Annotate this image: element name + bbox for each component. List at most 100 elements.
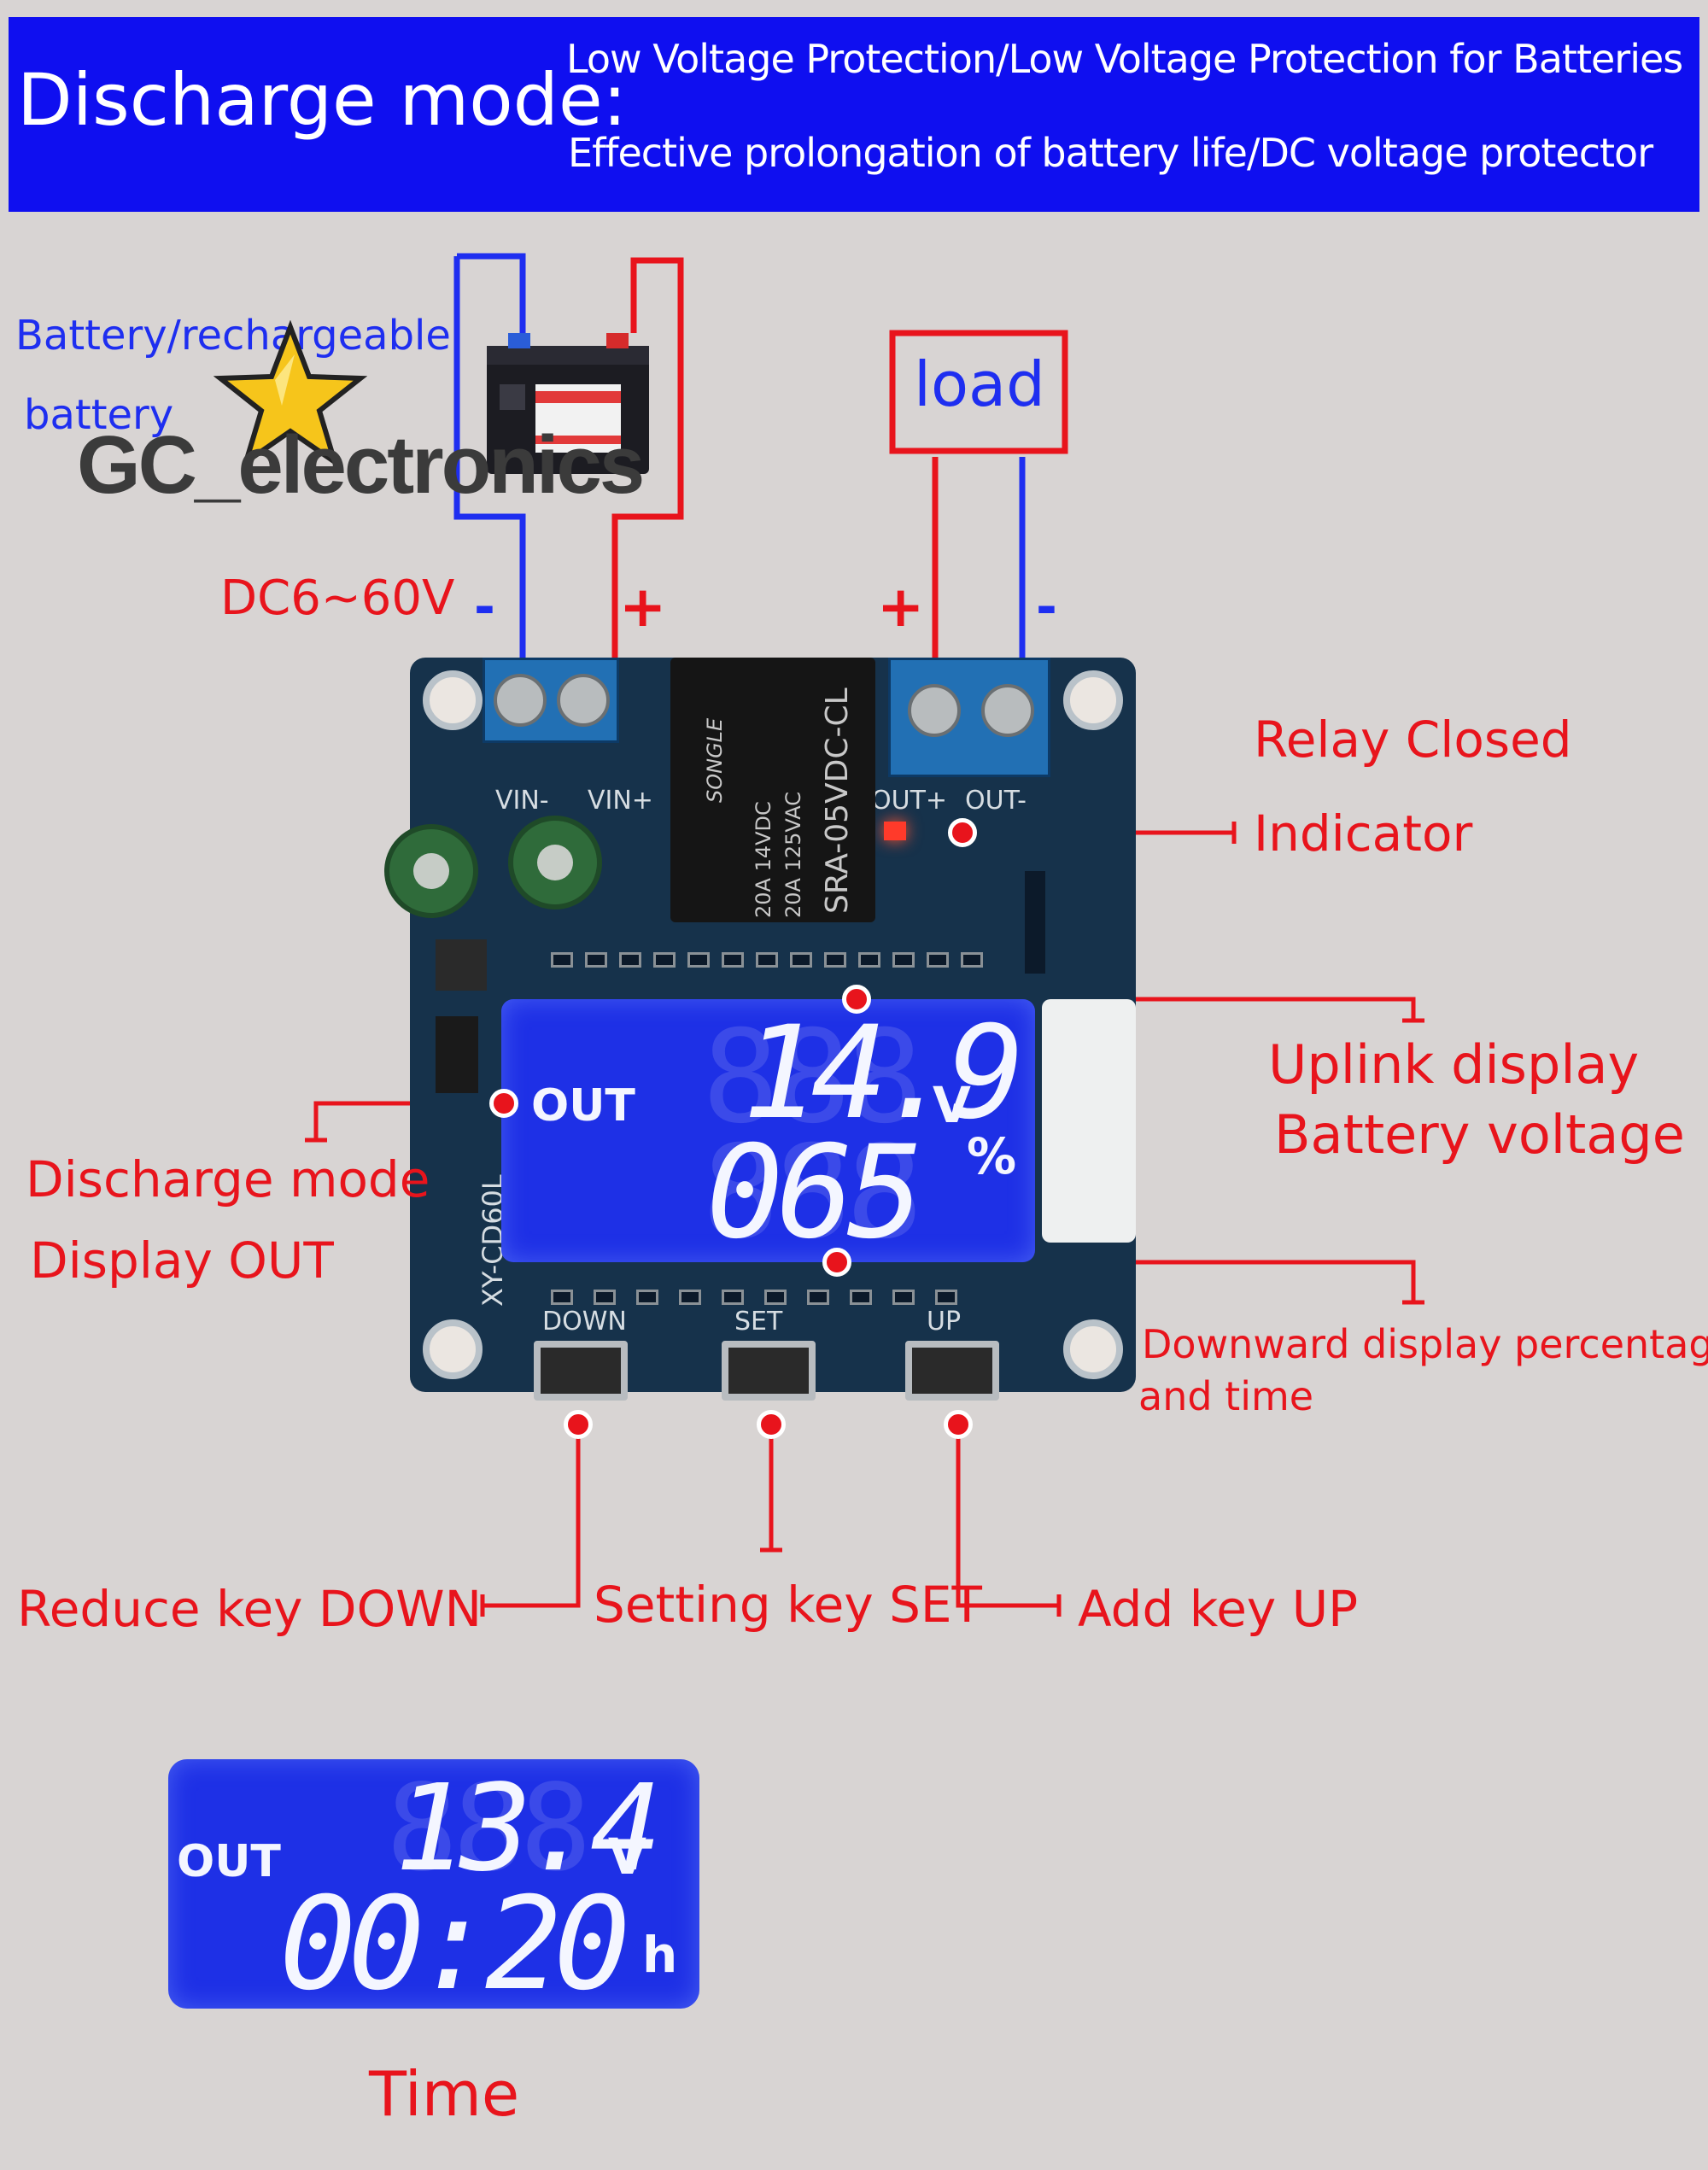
relay-brand: SONGLE: [703, 717, 727, 803]
voltage-range-label: DC6~60V: [220, 570, 455, 626]
mounting-hole: [423, 670, 483, 730]
lcd-voltage-value: 14.9: [742, 999, 1025, 1148]
time-lcd-time-value: 00:20: [279, 1870, 631, 2019]
down-button[interactable]: [534, 1341, 628, 1401]
header-banner: [9, 17, 1699, 212]
indicator-label: Indicator: [1254, 804, 1473, 863]
lcd-pin: [619, 952, 641, 968]
add-key-label: Add key UP: [1078, 1580, 1359, 1638]
out-plus-sign: +: [877, 574, 925, 640]
set-key-dot: [757, 1410, 786, 1439]
up-key-dot: [944, 1410, 973, 1439]
reduce-key-label: Reduce key DOWN: [17, 1580, 482, 1638]
lcd-pin: [927, 952, 949, 968]
lcd-pin: [858, 952, 880, 968]
down-key-dot: [564, 1410, 593, 1439]
down-key-callout-line: [483, 1424, 581, 1608]
relay-closed-label: Relay Closed: [1254, 711, 1572, 769]
screw-terminal[interactable]: [981, 684, 1034, 737]
lcd-pin: [594, 1290, 616, 1305]
time-caption: Time: [369, 2058, 520, 2130]
lcd-pin: [722, 1290, 744, 1305]
lcd-ribbon: [1042, 999, 1136, 1243]
banner-title: Discharge mode:: [17, 58, 627, 142]
lcd-voltage-unit: V: [933, 1076, 971, 1134]
uplink-dot: [842, 985, 871, 1014]
banner-line-1: Low Voltage Protection/Low Voltage Prote…: [566, 36, 1683, 82]
lcd-pin: [551, 1290, 573, 1305]
set-button[interactable]: [722, 1341, 816, 1401]
lcd-pin: [850, 1290, 872, 1305]
battery-icon: [487, 333, 649, 474]
up-key-callout-line: [956, 1424, 1059, 1608]
lcd-pin: [722, 952, 744, 968]
lcd-pin: [764, 1290, 787, 1305]
main-lcd: 888 888 OUT 14.9 V 065 %: [501, 999, 1035, 1267]
lcd-pin: [961, 952, 983, 968]
silk-vin-plus: VIN+: [588, 786, 653, 816]
capacitor: [508, 816, 602, 910]
lcd-pin: [585, 952, 607, 968]
brand-watermark: GC_electronics: [77, 419, 645, 511]
relay-rating-1: 20A 14VDC: [752, 801, 775, 918]
lcd-ghost-segments: 888: [702, 1003, 923, 1152]
mounting-hole: [1063, 1319, 1123, 1379]
vin-minus-sign: -: [474, 577, 495, 637]
setting-key-label: Setting key SET: [594, 1576, 982, 1634]
time-lcd: 888 OUT 13.4 V 00:20 h: [168, 1759, 699, 2019]
diode: [436, 1016, 478, 1093]
vin-plus-sign: +: [619, 574, 667, 640]
lcd-mode-label: OUT: [531, 1080, 635, 1132]
silk-vin-minus: VIN-: [495, 786, 549, 816]
relay-rating-2: 20A 125VAC: [781, 791, 805, 918]
silk-up: UP: [927, 1307, 962, 1337]
lcd-pin: [824, 952, 846, 968]
out-minus-sign: -: [1036, 577, 1057, 637]
discharge-mode-dot: [489, 1089, 518, 1118]
lcd-pin: [892, 1290, 915, 1305]
lcd-pin: [551, 952, 573, 968]
uplink-display-label: Uplink display: [1268, 1033, 1640, 1096]
silk-down: DOWN: [542, 1307, 627, 1337]
lcd-pin: [653, 952, 676, 968]
header-pins: [1025, 871, 1045, 974]
banner-line-2: Effective prolongation of battery life/D…: [568, 130, 1653, 176]
lcd-ghost-segments: 888: [386, 1759, 592, 1898]
load-box: [889, 330, 1068, 454]
battery-negative-wire: [457, 253, 526, 337]
relay-indicator-led: [884, 822, 906, 840]
load-label: load: [914, 348, 1045, 420]
mounting-hole: [1063, 670, 1123, 730]
lcd-pin: [636, 1290, 658, 1305]
time-lcd-time-unit: h: [642, 1926, 678, 1984]
lcd-percent-value: 065: [706, 1119, 924, 1267]
inductor: [436, 939, 487, 991]
lcd-pin: [892, 952, 915, 968]
lcd-ghost-segments: 888: [702, 1119, 923, 1267]
battery-voltage-label: Battery voltage: [1274, 1103, 1685, 1166]
battery-label-line1: Battery/rechargeable: [15, 312, 451, 360]
relay-model: SRA-05VDC-CL: [820, 687, 855, 914]
input-terminal-block: [483, 658, 619, 743]
silk-out-plus: OUT+: [871, 786, 948, 816]
star-icon: [214, 320, 367, 469]
and-time-label: and time: [1138, 1373, 1314, 1419]
battery-label-line2: battery: [24, 391, 174, 439]
relay: SONGLE 20A 14VDC 20A 125VAC SRA-05VDC-CL: [670, 658, 875, 922]
screw-terminal[interactable]: [908, 684, 961, 737]
mounting-hole: [423, 1319, 483, 1379]
time-lcd-voltage-unit: V: [608, 1828, 646, 1886]
time-lcd-voltage-value: 13.4: [395, 1759, 662, 1898]
output-terminal-block: [888, 658, 1050, 777]
up-button[interactable]: [905, 1341, 999, 1401]
time-lcd-mode-label: OUT: [177, 1836, 281, 1887]
lcd-pin: [679, 1290, 701, 1305]
lcd-pin: [935, 1290, 957, 1305]
screw-terminal[interactable]: [494, 674, 547, 727]
screw-terminal[interactable]: [557, 674, 610, 727]
lcd-percent-unit: %: [967, 1127, 1017, 1185]
capacitor: [384, 824, 478, 918]
silk-set: SET: [734, 1307, 783, 1337]
discharge-mode-label: Discharge mode: [26, 1150, 430, 1208]
lcd-pin: [687, 952, 710, 968]
